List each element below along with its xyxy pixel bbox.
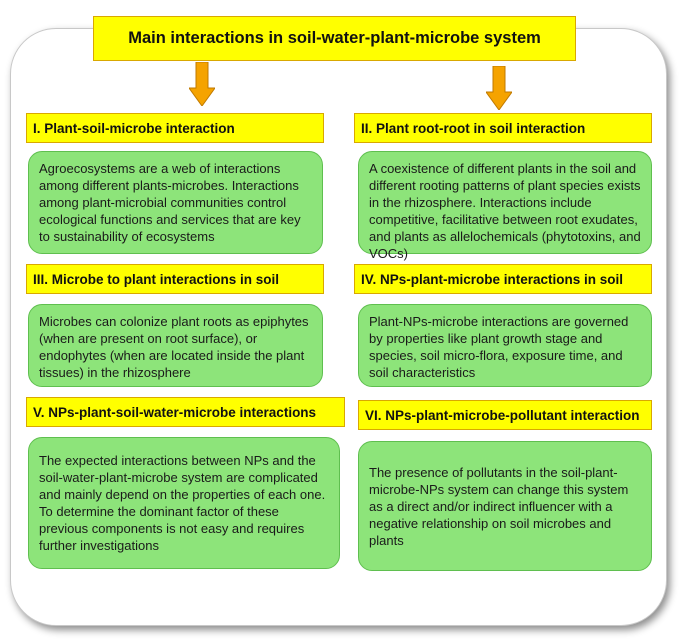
section-6-text: The presence of pollutants in the soil-p… — [358, 441, 652, 571]
section-3-heading: III. Microbe to plant interactions in so… — [26, 264, 324, 294]
section-4-heading: IV. NPs-plant-microbe interactions in so… — [354, 264, 652, 294]
section-2-heading: II. Plant root-root in soil interaction — [354, 113, 652, 143]
section-1-heading: I. Plant-soil-microbe interaction — [26, 113, 324, 143]
section-5-heading: V. NPs-plant-soil-water-microbe interact… — [26, 397, 345, 427]
right-down-arrow-icon — [486, 66, 512, 110]
section-4-text: Plant-NPs-microbe interactions are gover… — [358, 304, 652, 387]
section-2-text: A coexistence of different plants in the… — [358, 151, 652, 261]
section-1-text: Agroecosystems are a web of interactions… — [28, 151, 323, 254]
left-down-arrow-icon — [189, 62, 215, 106]
section-6-heading: VI. NPs-plant-microbe-pollutant interact… — [358, 400, 652, 430]
section-3-text: Microbes can colonize plant roots as epi… — [28, 304, 323, 387]
diagram-title: Main interactions in soil-water-plant-mi… — [93, 16, 576, 61]
section-5-text: The expected interactions between NPs an… — [28, 437, 340, 569]
